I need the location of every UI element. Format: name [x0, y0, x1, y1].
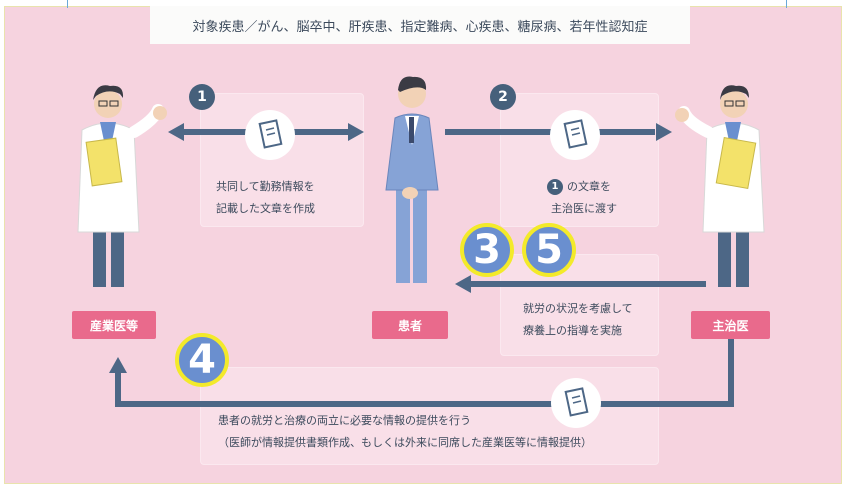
step2-number: 2: [490, 84, 516, 110]
guide-line-right: [786, 0, 787, 8]
arrow-step4-bottom: [115, 401, 734, 407]
step1-ref-number: 1: [547, 179, 563, 195]
document-icon: [551, 378, 601, 428]
step1-panel: [200, 93, 364, 227]
attending-physician-figure: [675, 85, 765, 287]
occupational-physician-badge: 産業医等: [72, 311, 156, 339]
target-diseases-banner: 対象疾患／がん、脳卒中、肝疾患、指定難病、心疾患、糖尿病、若年性認知症: [150, 6, 690, 44]
occupational-physician-figure: [77, 85, 167, 287]
arrow-step4-left-up: [115, 372, 121, 407]
guide-line-left: [67, 0, 68, 8]
arrow-step4-head: [109, 357, 127, 373]
arrow-step1-head-right: [348, 123, 364, 141]
arrow-step1-head-left: [168, 123, 184, 141]
step3-panel: [500, 254, 659, 356]
document-icon: [550, 110, 600, 160]
step4-text: 患者の就労と治療の両立に必要な情報の提供を行う （医師が情報提供書類作成、もしく…: [218, 414, 592, 449]
marker-4: 4: [175, 333, 229, 387]
arrow-step3-shaft: [470, 281, 706, 287]
arrow-step2-head: [656, 123, 672, 141]
attending-physician-badge: 主治医: [691, 311, 770, 339]
step1-number: 1: [189, 84, 215, 110]
arrow-step3-head: [455, 275, 471, 293]
patient-figure: [385, 76, 439, 283]
patient-badge: 患者: [372, 311, 448, 339]
marker-3: 3: [460, 223, 514, 277]
step3-text: 就労の状況を考慮して 療養上の指導を実施: [523, 302, 633, 337]
document-icon: [245, 110, 295, 160]
marker-5: 5: [522, 223, 576, 277]
arrow-step4-right-up: [728, 336, 734, 407]
step1-text: 共同して勤務情報を 記載した文章を作成: [216, 180, 315, 215]
